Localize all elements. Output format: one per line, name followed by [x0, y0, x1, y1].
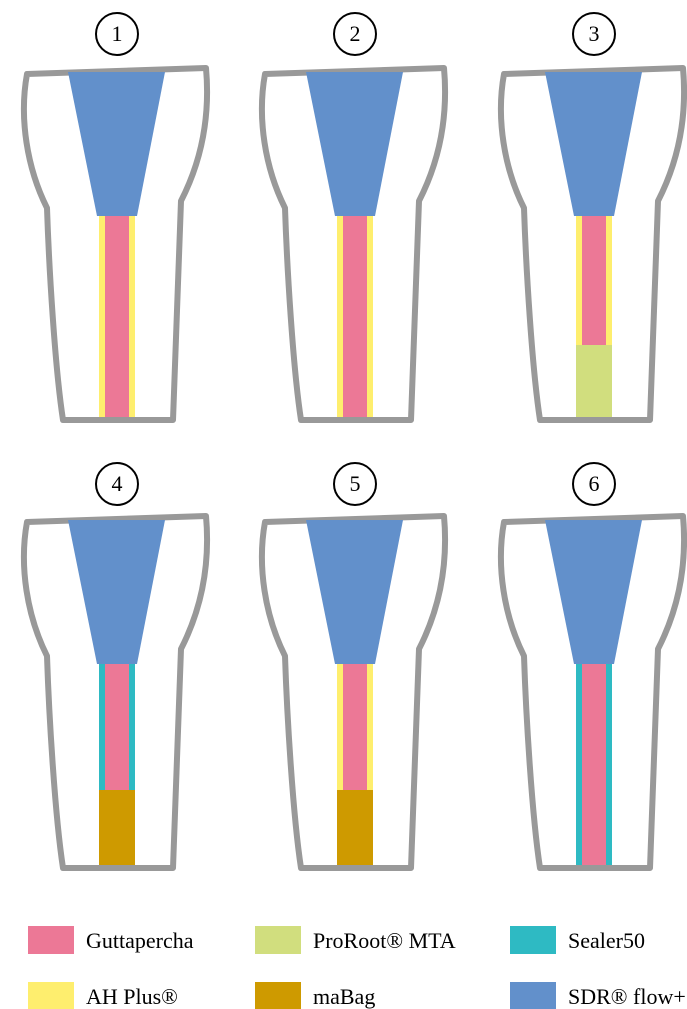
- legend-item-ahplus: AH Plus®: [28, 982, 178, 1009]
- legend-swatch: [255, 926, 301, 954]
- legend-label: ProRoot® MTA: [313, 928, 456, 953]
- tooth-number-label: 4: [112, 471, 123, 496]
- legend-swatch: [255, 982, 301, 1009]
- apical-plug: [337, 790, 373, 865]
- tooth-2: 2: [262, 13, 445, 420]
- legend-item-sealer50: Sealer50: [510, 926, 645, 954]
- legend-label: Guttapercha: [86, 928, 194, 953]
- legend-swatch: [28, 982, 74, 1009]
- legend-swatch: [28, 926, 74, 954]
- legend-item-proroot: ProRoot® MTA: [255, 926, 456, 954]
- legend-label: SDR® flow+: [568, 984, 686, 1009]
- guttapercha-core: [343, 216, 367, 417]
- tooth-number-label: 5: [350, 471, 361, 496]
- tooth-4: 4: [24, 463, 207, 868]
- guttapercha-core: [343, 664, 367, 790]
- guttapercha-core: [582, 216, 606, 345]
- guttapercha-core: [105, 216, 129, 417]
- tooth-1: 1: [24, 13, 207, 420]
- tooth-number-label: 6: [589, 471, 600, 496]
- tooth-6: 6: [501, 463, 684, 868]
- tooth-number-label: 3: [589, 21, 600, 46]
- legend: Guttapercha ProRoot® MTA Sealer50 AH Plus® m…: [28, 926, 686, 1009]
- legend-swatch: [510, 982, 556, 1009]
- legend-label: maBag: [313, 984, 375, 1009]
- tooth-number-label: 2: [350, 21, 361, 46]
- tooth-3: 3: [501, 13, 684, 420]
- legend-item-guttapercha: Guttapercha: [28, 926, 194, 954]
- guttapercha-core: [105, 664, 129, 790]
- tooth-5: 5: [262, 463, 445, 868]
- legend-label: Sealer50: [568, 928, 645, 953]
- legend-label: AH Plus®: [86, 984, 178, 1009]
- guttapercha-core: [582, 664, 606, 865]
- legend-item-mabag: maBag: [255, 982, 375, 1009]
- legend-item-sdr: SDR® flow+: [510, 982, 686, 1009]
- apical-plug: [99, 790, 135, 865]
- apical-plug: [576, 345, 612, 417]
- tooth-number-label: 1: [112, 21, 123, 46]
- legend-swatch: [510, 926, 556, 954]
